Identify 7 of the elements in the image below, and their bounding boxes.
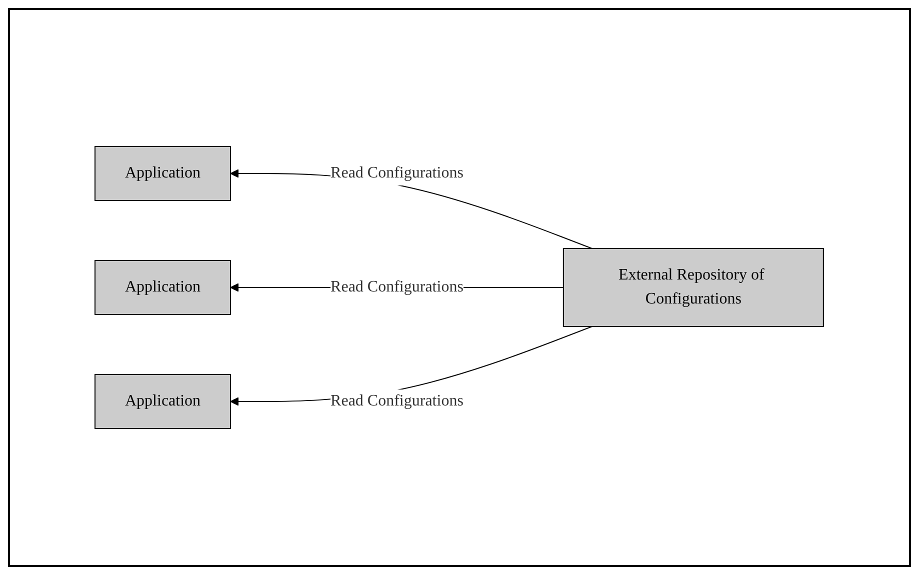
node-box: External Repository of Configurations <box>563 248 824 327</box>
node-box: Application <box>94 260 232 315</box>
edge-label: Read Configurations <box>330 164 464 182</box>
edge-label: Read Configurations <box>330 392 464 410</box>
node-box: Application <box>94 146 232 201</box>
node-box: Application <box>94 374 232 429</box>
edge-label: Read Configurations <box>330 278 464 296</box>
